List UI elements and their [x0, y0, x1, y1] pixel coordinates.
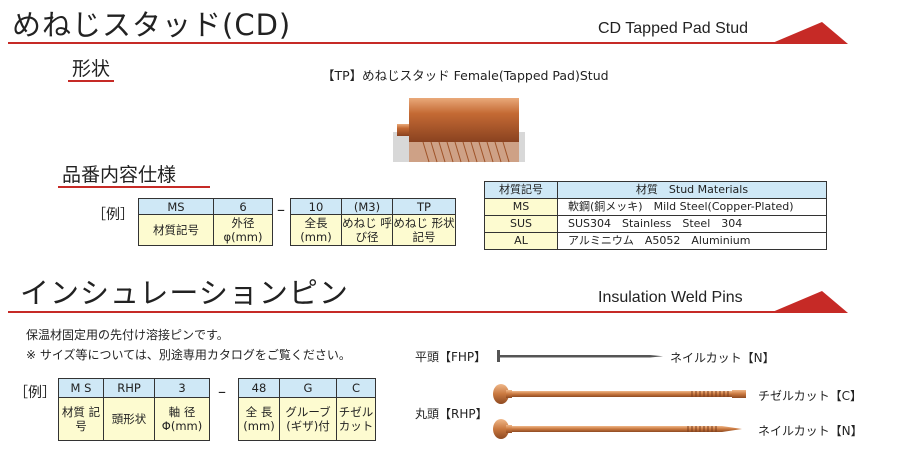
code-label: 全長 (mm)	[290, 214, 342, 246]
code-dash-2: –	[218, 382, 226, 401]
section1-title-en: CD Tapped Pad Stud	[598, 20, 749, 37]
code-label: めねじ 呼び径	[341, 214, 393, 246]
code-value: G	[279, 378, 337, 398]
code-value: M S	[58, 378, 104, 398]
pin-label-nail-2: ネイルカット【N】	[758, 424, 863, 438]
code-value: 6	[213, 198, 273, 215]
code-value: C	[336, 378, 376, 398]
pin-label-nail-1: ネイルカット【N】	[670, 351, 775, 365]
section2-triangle-icon	[770, 291, 848, 313]
section2-rule	[8, 311, 778, 313]
materials-desc: SUS304 Stainless Steel 304	[557, 215, 827, 233]
code-dash-1: –	[277, 200, 285, 219]
pin-label-rhp: 丸頭【RHP】	[415, 407, 488, 421]
materials-code: MS	[484, 198, 558, 216]
rhp-chisel-pin-image	[493, 384, 746, 404]
section1-title: めねじスタッド(CD)	[12, 8, 292, 42]
code-table-2a: M S RHP 3 材質 記号 頭形状 軸 径 Φ(mm)	[58, 378, 210, 441]
shape-heading-underline	[68, 80, 114, 82]
spec-heading: 品番内容仕様	[62, 164, 177, 186]
code-label: 材質 記号	[58, 397, 104, 441]
rhp-nail-pin-image	[493, 419, 742, 439]
materials-desc: 軟鋼(銅メッキ) Mild Steel(Copper-Plated)	[557, 198, 827, 216]
code-value: TP	[392, 198, 456, 215]
spec-heading-underline	[58, 186, 210, 188]
code-label: 材質記号	[138, 214, 214, 246]
example-label-1: ［例］	[92, 207, 134, 223]
code-table-1b: 10 (M3) TP 全長 (mm) めねじ 呼び径 めねじ 形状記号	[290, 198, 456, 246]
section1-rule	[8, 42, 778, 44]
section1-triangle-icon	[770, 22, 848, 44]
materials-desc: アルミニウム A5052 Aluminium	[557, 232, 827, 250]
section2-title: インシュレーションピン	[20, 276, 349, 310]
section2-title-en: Insulation Weld Pins	[598, 289, 743, 306]
code-label: グルーブ (ギザ)付	[279, 397, 337, 441]
pin-label-fhp: 平頭【FHP】	[415, 350, 487, 364]
fhp-pin-image	[497, 350, 663, 362]
code-value: 3	[154, 378, 210, 398]
code-label: めねじ 形状記号	[392, 214, 456, 246]
code-value: (M3)	[341, 198, 393, 215]
code-label: 外径 φ(mm)	[213, 214, 273, 246]
code-table-1a: MS 6 材質記号 外径 φ(mm)	[138, 198, 273, 246]
code-table-2b: 48 G C 全 長 (mm) グルーブ (ギザ)付 チゼル カット	[238, 378, 376, 441]
note-2: ※ サイズ等については、別途専用カタログをご覧ください。	[26, 348, 351, 362]
materials-table: 材質記号 材質 Stud Materials MS 軟鋼(銅メッキ) Mild …	[484, 181, 827, 250]
code-label: 全 長 (mm)	[238, 397, 280, 441]
shape-caption: 【TP】めねじスタッド Female(Tapped Pad)Stud	[322, 68, 609, 83]
example-label-2: ［例］	[14, 385, 56, 401]
code-label: 頭形状	[103, 397, 155, 441]
code-value: 10	[290, 198, 342, 215]
code-label: 軸 径 Φ(mm)	[154, 397, 210, 441]
code-value: MS	[138, 198, 214, 215]
code-value: 48	[238, 378, 280, 398]
tapped-stud-image	[393, 98, 525, 163]
code-label: チゼル カット	[336, 397, 376, 441]
shape-heading: 形状	[72, 58, 111, 80]
materials-header: 材質 Stud Materials	[557, 181, 827, 199]
code-value: RHP	[103, 378, 155, 398]
note-1: 保温材固定用の先付け溶接ピンです。	[26, 328, 229, 342]
materials-code: AL	[484, 232, 558, 250]
pin-label-chisel: チゼルカット【C】	[758, 389, 863, 403]
materials-header: 材質記号	[484, 181, 558, 199]
materials-code: SUS	[484, 215, 558, 233]
